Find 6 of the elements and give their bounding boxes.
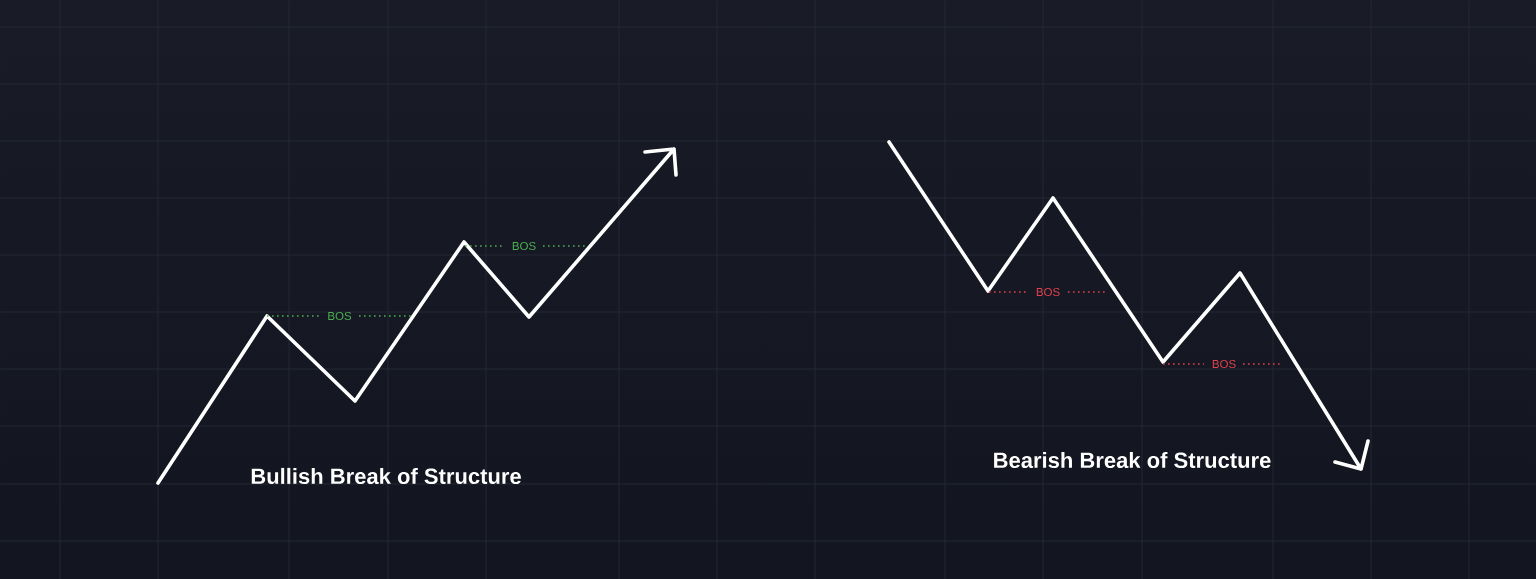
- caption: Bearish Break of Structure: [994, 451, 1271, 469]
- bos-label: BOS: [328, 311, 352, 321]
- bos-label: BOS: [1036, 287, 1060, 297]
- bos-label: BOS: [1212, 359, 1236, 369]
- caption: Bullish Break of Structure: [251, 467, 521, 485]
- bos-label: BOS: [512, 241, 536, 251]
